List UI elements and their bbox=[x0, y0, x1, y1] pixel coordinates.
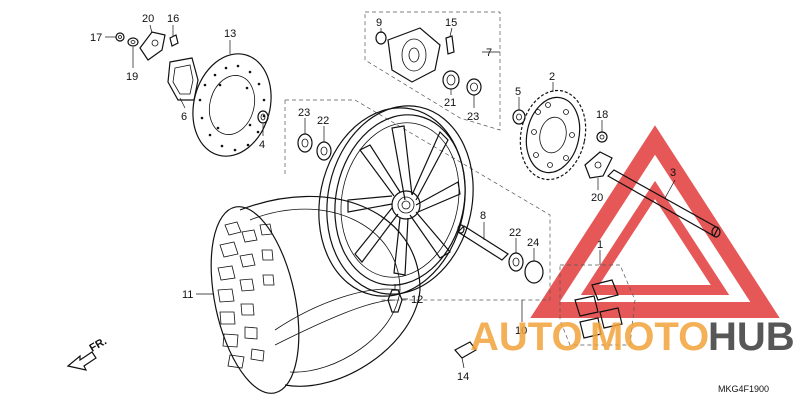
label-24: 24 bbox=[527, 237, 539, 249]
part-9-collar bbox=[375, 31, 387, 45]
watermark-logo bbox=[530, 125, 780, 318]
label-20-adjuster: 20 bbox=[591, 192, 603, 204]
part-6 bbox=[167, 57, 199, 101]
label-3: 3 bbox=[670, 167, 676, 179]
assembly-box-hub bbox=[284, 99, 551, 301]
part-23-seal-left bbox=[297, 133, 313, 153]
sprocket-flange bbox=[387, 27, 441, 83]
label-22-right: 22 bbox=[509, 227, 521, 239]
label-9: 9 bbox=[376, 17, 382, 29]
rear-wheel-rim bbox=[318, 105, 474, 297]
watermark-word-auto: AUTO bbox=[470, 315, 583, 359]
label-11: 11 bbox=[182, 289, 193, 301]
watermark-text: AUTO MOTO HUB bbox=[470, 315, 795, 359]
part-19-washer bbox=[127, 37, 139, 47]
part-14-weight bbox=[454, 341, 477, 359]
part-24-oring bbox=[524, 260, 544, 284]
label-10: 10 bbox=[515, 325, 527, 337]
rear-axle bbox=[607, 169, 721, 238]
part-20-adjuster bbox=[584, 151, 613, 179]
label-19: 19 bbox=[126, 71, 138, 83]
label-15: 15 bbox=[445, 17, 457, 29]
label-18: 18 bbox=[596, 109, 608, 121]
part-15-stud bbox=[445, 35, 455, 55]
part-4-collar bbox=[257, 110, 269, 124]
label-7: 7 bbox=[486, 47, 492, 59]
part-12-valve bbox=[387, 284, 403, 313]
watermark-word-moto: MOTO bbox=[590, 315, 709, 359]
direction-label: FR. bbox=[88, 335, 109, 354]
watermark-word-hub: HUB bbox=[708, 315, 795, 359]
rear-tire bbox=[210, 195, 421, 394]
label-8: 8 bbox=[480, 210, 486, 222]
label-5: 5 bbox=[515, 86, 521, 98]
front-direction-indicator: FR. bbox=[66, 335, 109, 371]
label-2: 2 bbox=[549, 71, 555, 83]
part-labels: 17 20 16 13 19 6 4 9 15 7 21 23 2 5 18 2… bbox=[90, 13, 676, 383]
watermark-triangle-outer bbox=[530, 125, 780, 318]
label-17: 17 bbox=[90, 32, 102, 44]
damper-rubbers bbox=[574, 279, 623, 339]
label-23-hub: 23 bbox=[298, 107, 310, 119]
label-21: 21 bbox=[444, 97, 456, 109]
part-16-bolt bbox=[169, 34, 179, 47]
label-14: 14 bbox=[457, 371, 469, 383]
label-22-hub: 22 bbox=[317, 115, 329, 127]
label-13: 13 bbox=[224, 28, 236, 40]
part-17-nut bbox=[115, 32, 125, 42]
assembly-box-sprocket-flange bbox=[364, 11, 501, 131]
label-1: 1 bbox=[597, 239, 603, 251]
part-21-bearing bbox=[442, 70, 460, 90]
label-23: 23 bbox=[467, 111, 479, 123]
reference-code: MKG4F1900 bbox=[718, 384, 769, 394]
watermark-triangle-inner bbox=[580, 180, 730, 295]
part-8-spacer bbox=[457, 224, 509, 261]
assembly-box-damper bbox=[559, 264, 636, 346]
part-22-bearing-right bbox=[508, 252, 524, 272]
part-23-seal-upper bbox=[466, 78, 482, 96]
drive-sprocket bbox=[519, 89, 587, 181]
label-6: 6 bbox=[181, 111, 187, 123]
label-4: 4 bbox=[259, 139, 265, 151]
label-20: 20 bbox=[142, 13, 154, 25]
part-18-nut bbox=[596, 131, 608, 143]
leader-lines bbox=[105, 24, 676, 369]
part-20-bracket bbox=[139, 31, 166, 61]
part-5-collar bbox=[512, 109, 526, 125]
label-16: 16 bbox=[167, 13, 179, 25]
label-12: 12 bbox=[411, 294, 423, 306]
arrow-icon bbox=[66, 351, 97, 371]
brake-disc bbox=[192, 53, 272, 157]
part-22-bearing-left bbox=[316, 141, 332, 161]
